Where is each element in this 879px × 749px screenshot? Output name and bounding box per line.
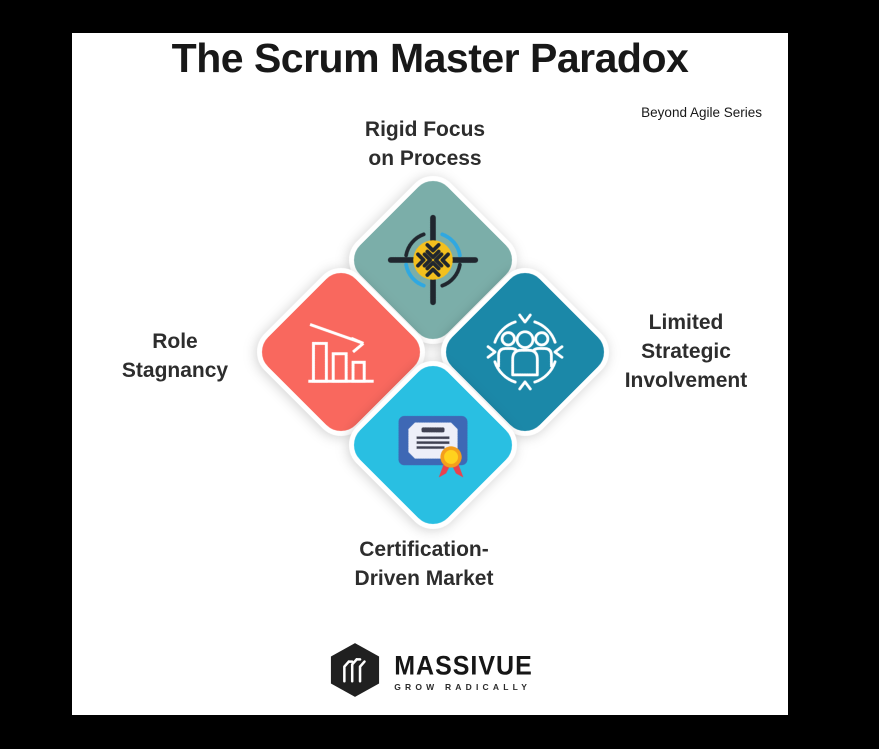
label-line: Certification- [359, 538, 489, 561]
label-rigid-focus: Rigid Focus on Process [305, 115, 545, 173]
brand-name: MASSIVUE [394, 650, 533, 682]
label-line: Involvement [624, 369, 748, 392]
label-line: Role [152, 330, 198, 353]
brand-tagline: GROW RADICALLY [394, 682, 532, 692]
certificate-icon [371, 383, 495, 507]
label-line: Stagnancy [121, 359, 229, 382]
tile-certification-driven [338, 350, 528, 540]
label-line: Limited [648, 311, 724, 334]
series-label: Beyond Agile Series [641, 105, 762, 120]
label-line: Strategic [641, 340, 731, 363]
declining-bar-chart-icon [279, 290, 403, 414]
label-line: on Process [368, 147, 482, 170]
infographic-card: The Scrum Master Paradox Beyond Agile Se… [72, 33, 788, 715]
massivue-logo-icon [327, 639, 383, 706]
converge-target-icon [371, 198, 495, 322]
brand-text-block: MASSIVUE GROW RADICALLY [394, 650, 533, 692]
label-limited-strategic: Limited Strategic Involvement [576, 308, 796, 395]
label-line: Rigid Focus [364, 118, 486, 141]
page-title: The Scrum Master Paradox [171, 35, 689, 81]
tile-role-stagnancy [246, 257, 436, 447]
brand-footer: MASSIVUE GROW RADICALLY [72, 639, 788, 706]
tile-limited-strategic [430, 257, 620, 447]
label-certification-driven: Certification- Driven Market [304, 535, 544, 593]
label-line: Driven Market [354, 567, 494, 590]
team-cycle-icon [463, 290, 587, 414]
tile-rigid-focus [338, 165, 528, 355]
label-role-stagnancy: Role Stagnancy [75, 327, 275, 385]
